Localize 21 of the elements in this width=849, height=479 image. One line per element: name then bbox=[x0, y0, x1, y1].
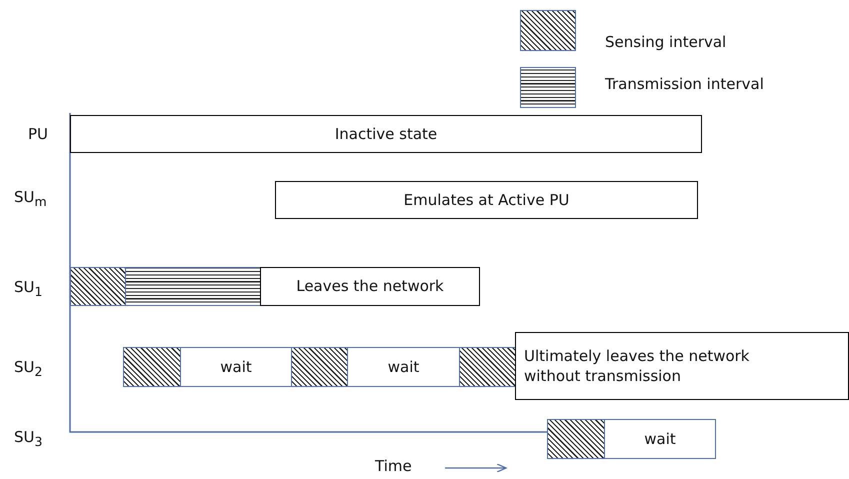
wait-box: wait bbox=[180, 347, 292, 387]
sensing-interval-block bbox=[291, 347, 348, 387]
state-box: Ultimately leaves the network without transmission bbox=[515, 332, 849, 400]
wait-box: wait bbox=[604, 419, 716, 459]
row-label: PU bbox=[28, 125, 48, 143]
sensing-interval-block bbox=[70, 267, 126, 306]
row-label: SU$_{2}$ bbox=[14, 358, 42, 379]
row-label: SU$_{m}$ bbox=[14, 188, 47, 209]
sensing-interval-block bbox=[123, 347, 181, 387]
sensing-interval-block bbox=[547, 419, 605, 459]
wait-box: wait bbox=[347, 347, 460, 387]
legend-label: Transmission interval bbox=[605, 75, 764, 93]
transmission-interval-block bbox=[125, 267, 261, 306]
state-box: Leaves the network bbox=[260, 267, 480, 306]
state-box: Inactive state bbox=[70, 115, 702, 153]
row-label: SU$_{3}$ bbox=[14, 428, 42, 449]
state-box: Emulates at Active PU bbox=[275, 181, 698, 219]
sensing-interval-block bbox=[459, 347, 516, 387]
legend-label: Sensing interval bbox=[605, 33, 726, 51]
axis-label: Time bbox=[375, 457, 412, 475]
row-label: SU$_{1}$ bbox=[14, 278, 42, 299]
